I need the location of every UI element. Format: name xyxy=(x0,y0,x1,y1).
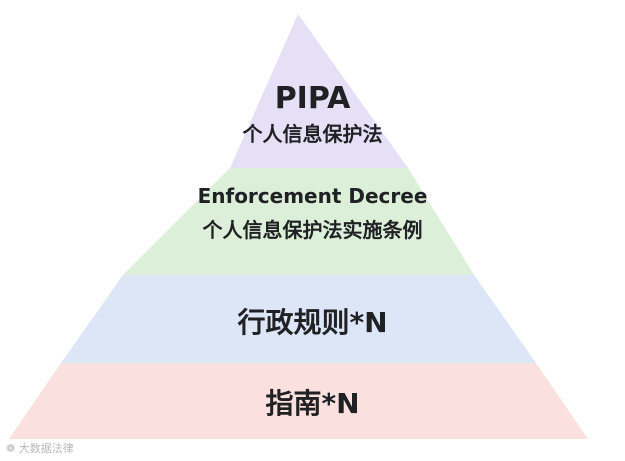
pyramid-tier-administrative-rules xyxy=(61,275,536,363)
watermark: ❁ 大数据法律 xyxy=(6,440,74,456)
tier-title-guidelines: 指南*N xyxy=(265,387,360,420)
pyramid-tier-pipa xyxy=(230,14,408,168)
tier-title-pipa: PIPA xyxy=(274,81,351,116)
tier-subtitle-enforcement-decree: 个人信息保护法实施条例 xyxy=(202,218,423,242)
tier-title-enforcement-decree: Enforcement Decree xyxy=(197,184,428,208)
watermark-text: 大数据法律 xyxy=(18,442,74,455)
tier-title-administrative-rules: 行政规则*N xyxy=(237,306,388,339)
watermark-logo-icon: ❁ xyxy=(6,442,16,455)
tier-subtitle-pipa: 个人信息保护法 xyxy=(242,122,383,146)
pyramid-tier-guidelines xyxy=(9,363,588,439)
pyramid-tier-enforcement-decree xyxy=(123,168,474,275)
